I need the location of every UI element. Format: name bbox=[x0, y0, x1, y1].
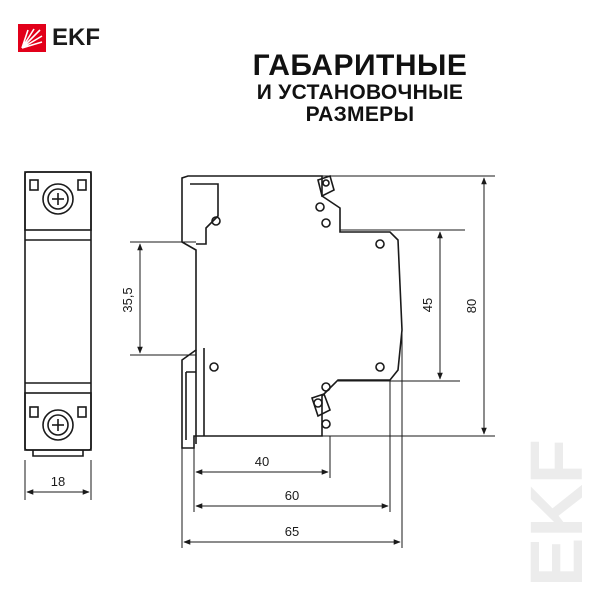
title-line-3: РАЗМЕРЫ bbox=[305, 102, 415, 126]
front-top-terminal-block bbox=[24, 171, 92, 231]
din-clip bbox=[185, 350, 197, 444]
dim-label-45: 45 bbox=[420, 298, 435, 312]
top-hook bbox=[190, 183, 219, 245]
front-bottom-terminal-block bbox=[24, 392, 92, 451]
watermark-text: EKF bbox=[530, 439, 590, 587]
top-screw-icon bbox=[29, 179, 87, 215]
front-view bbox=[24, 171, 92, 500]
title-line-1: ГАБАРИТНЫЕ bbox=[252, 49, 468, 82]
page-title: ГАБАРИТНЫЕ И УСТАНОВОЧНЫЕ РАЗМЕРЫ bbox=[150, 50, 570, 126]
brand-logo: EKF bbox=[18, 20, 138, 56]
logo-text: EKF bbox=[52, 24, 100, 51]
bottom-screw-icon bbox=[29, 406, 87, 441]
title-line-2: И УСТАНОВОЧНЫЕ bbox=[256, 80, 464, 104]
extension-lines bbox=[130, 175, 495, 548]
dim-width-18: 18 bbox=[51, 474, 65, 489]
ekf-watermark: EKF bbox=[530, 439, 590, 587]
ekf-flame-icon bbox=[18, 24, 46, 52]
dim-label-60: 60 bbox=[285, 488, 299, 503]
dim-label-35-5: 35,5 bbox=[120, 287, 135, 312]
dim-label-40: 40 bbox=[255, 454, 269, 469]
dim-label-65: 65 bbox=[285, 524, 299, 539]
side-view bbox=[181, 174, 403, 449]
front-foot bbox=[32, 450, 84, 457]
dim-label-80: 80 bbox=[464, 299, 479, 313]
dimension-lines bbox=[137, 177, 487, 545]
